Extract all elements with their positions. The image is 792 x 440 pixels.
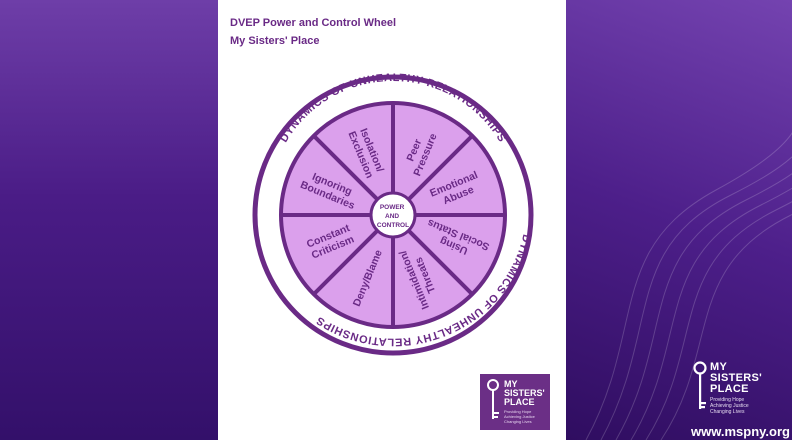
wheel-segment	[393, 103, 473, 215]
brand-line-2: SISTERS'	[710, 372, 763, 384]
title-line-2: My Sisters' Place	[230, 35, 320, 47]
wheel-segment	[393, 215, 505, 295]
wheel-segment	[281, 135, 393, 215]
center-line-1: POWER	[380, 204, 405, 211]
wave-lines-decoration	[585, 132, 792, 440]
logo-small-line-1: MY	[504, 379, 518, 389]
center-hub	[369, 191, 417, 239]
wheel-segment	[393, 135, 505, 215]
inner-ring-border	[279, 101, 507, 329]
logo-small-tag-1: Providing Hope	[504, 409, 532, 414]
brand-tag-1: Providing Hope	[710, 397, 745, 403]
wheel-segment	[313, 215, 393, 327]
left-background-panel	[0, 0, 218, 440]
title-line-1: DVEP Power and Control Wheel	[230, 17, 397, 29]
brand-line-3: PLACE	[710, 383, 749, 395]
wheel-segment	[393, 215, 473, 327]
segment-divider	[407, 134, 474, 201]
logo-small-text: MY SISTERS' PLACE Providing Hope Achievi…	[504, 379, 545, 425]
brand-text-block: MY SISTERS' PLACE Providing Hope Achievi…	[710, 361, 763, 416]
brand-key-icon	[693, 361, 707, 409]
wheel-segment	[313, 103, 393, 215]
brand-line-1: MY	[710, 361, 728, 373]
brand-tag-3: Changing Lives	[710, 409, 745, 415]
wheel-segment	[281, 215, 393, 295]
power-control-wheel: POWER AND CONTROL DYNAMICS OF UNHEALTHY …	[252, 72, 534, 356]
slide-title: DVEP Power and Control Wheel My Sisters'…	[230, 14, 396, 50]
my-sisters-place-brand: MY SISTERS' PLACE Providing Hope Achievi…	[690, 360, 790, 420]
logo-small-line-3: PLACE	[504, 397, 535, 407]
right-background-panel	[566, 0, 792, 440]
my-sisters-place-logo-small: MY SISTERS' PLACE Providing Hope Achievi…	[480, 374, 550, 430]
slide-page: DVEP Power and Control Wheel My Sisters'…	[218, 0, 566, 440]
logo-small-tag-2: Achieving Justice	[504, 414, 535, 419]
center-label: POWER AND CONTROL	[377, 204, 409, 229]
segment-divider	[407, 229, 474, 296]
center-line-2: AND	[385, 213, 399, 220]
brand-tag-2: Achieving Justice	[710, 403, 749, 409]
key-icon	[487, 379, 499, 419]
segment-divider	[312, 134, 379, 201]
segment-divider	[312, 229, 379, 296]
center-line-3: CONTROL	[377, 222, 409, 229]
logo-small-tag-3: Changing Lives	[504, 419, 532, 424]
website-url[interactable]: www.mspny.org	[691, 424, 790, 439]
logo-small-line-2: SISTERS'	[504, 388, 545, 398]
